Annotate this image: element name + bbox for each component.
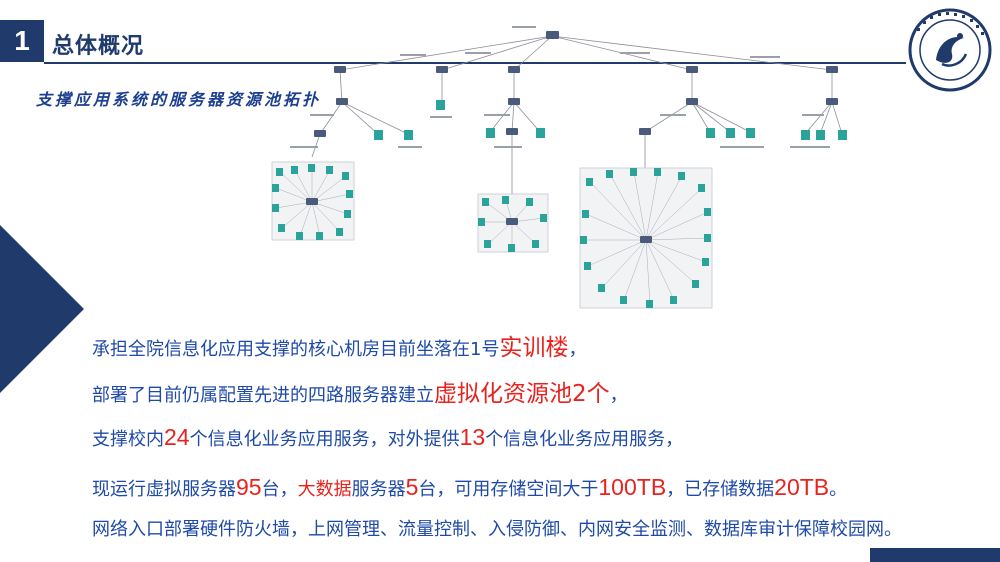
body-line-4-stored-text: ，已存储数据 — [666, 479, 775, 500]
body-line-1: 承担全院信息化应用支撑的核心机房目前坐落在1号实训楼， — [92, 328, 586, 362]
external-service-count: 13 — [459, 424, 486, 450]
body-line-1-end: ， — [568, 339, 587, 360]
footer-accent-bar — [870, 548, 1000, 562]
available-storage: 100TB — [598, 474, 667, 500]
body-line-4-unit-1: 台， — [261, 479, 298, 500]
body-line-3-end: 个信息化业务应用服务， — [485, 429, 684, 450]
body-line-2-text: 部署了目前仍属配置先进的四路服务器建立 — [92, 385, 434, 406]
big-data-label: 大数据 — [297, 479, 352, 500]
body-line-4-server: 服务器 — [351, 479, 406, 500]
big-data-server-count: 5 — [405, 474, 419, 500]
body-line-1-text: 承担全院信息化应用支撑的核心机房目前坐落在1号 — [92, 339, 500, 360]
section-number: 1 — [0, 20, 44, 62]
stored-data: 20TB — [774, 474, 830, 500]
body-line-2-highlight: 虚拟化资源池2个 — [434, 381, 610, 407]
triangle-decoration — [0, 225, 84, 393]
body-line-4-storage-text: 台，可用存储空间大于 — [418, 479, 599, 500]
body-line-4-text: 现运行虚拟服务器 — [92, 479, 236, 500]
body-line-2: 部署了目前仍属配置先进的四路服务器建立虚拟化资源池2个， — [92, 374, 628, 408]
body-line-3-text: 支撑校内 — [92, 429, 164, 450]
section-title: 总体概况 — [52, 34, 145, 59]
body-line-1-highlight: 实训楼 — [499, 335, 569, 361]
network-topology-diagram — [271, 26, 847, 309]
internal-service-count: 24 — [164, 424, 190, 450]
body-line-3: 支撑校内24个信息化业务应用服务，对外提供13个信息化业务应用服务， — [92, 424, 683, 451]
body-line-4-end: 。 — [829, 479, 848, 500]
body-line-4: 现运行虚拟服务器95台，大数据服务器5台，可用存储空间大于100TB，已存储数据… — [92, 474, 847, 501]
body-line-5: 网络入口部署硬件防火墙，上网管理、流量控制、入侵防御、内网安全监测、数据库审计保… — [92, 519, 902, 540]
school-logo — [908, 8, 992, 92]
virtual-server-count: 95 — [236, 474, 262, 500]
header-divider — [44, 62, 906, 64]
topology-caption: 支撑应用系统的服务器资源池拓扑 — [36, 90, 322, 109]
body-line-2-end: ， — [609, 385, 628, 406]
body-line-3-mid: 个信息化业务应用服务，对外提供 — [189, 429, 460, 450]
